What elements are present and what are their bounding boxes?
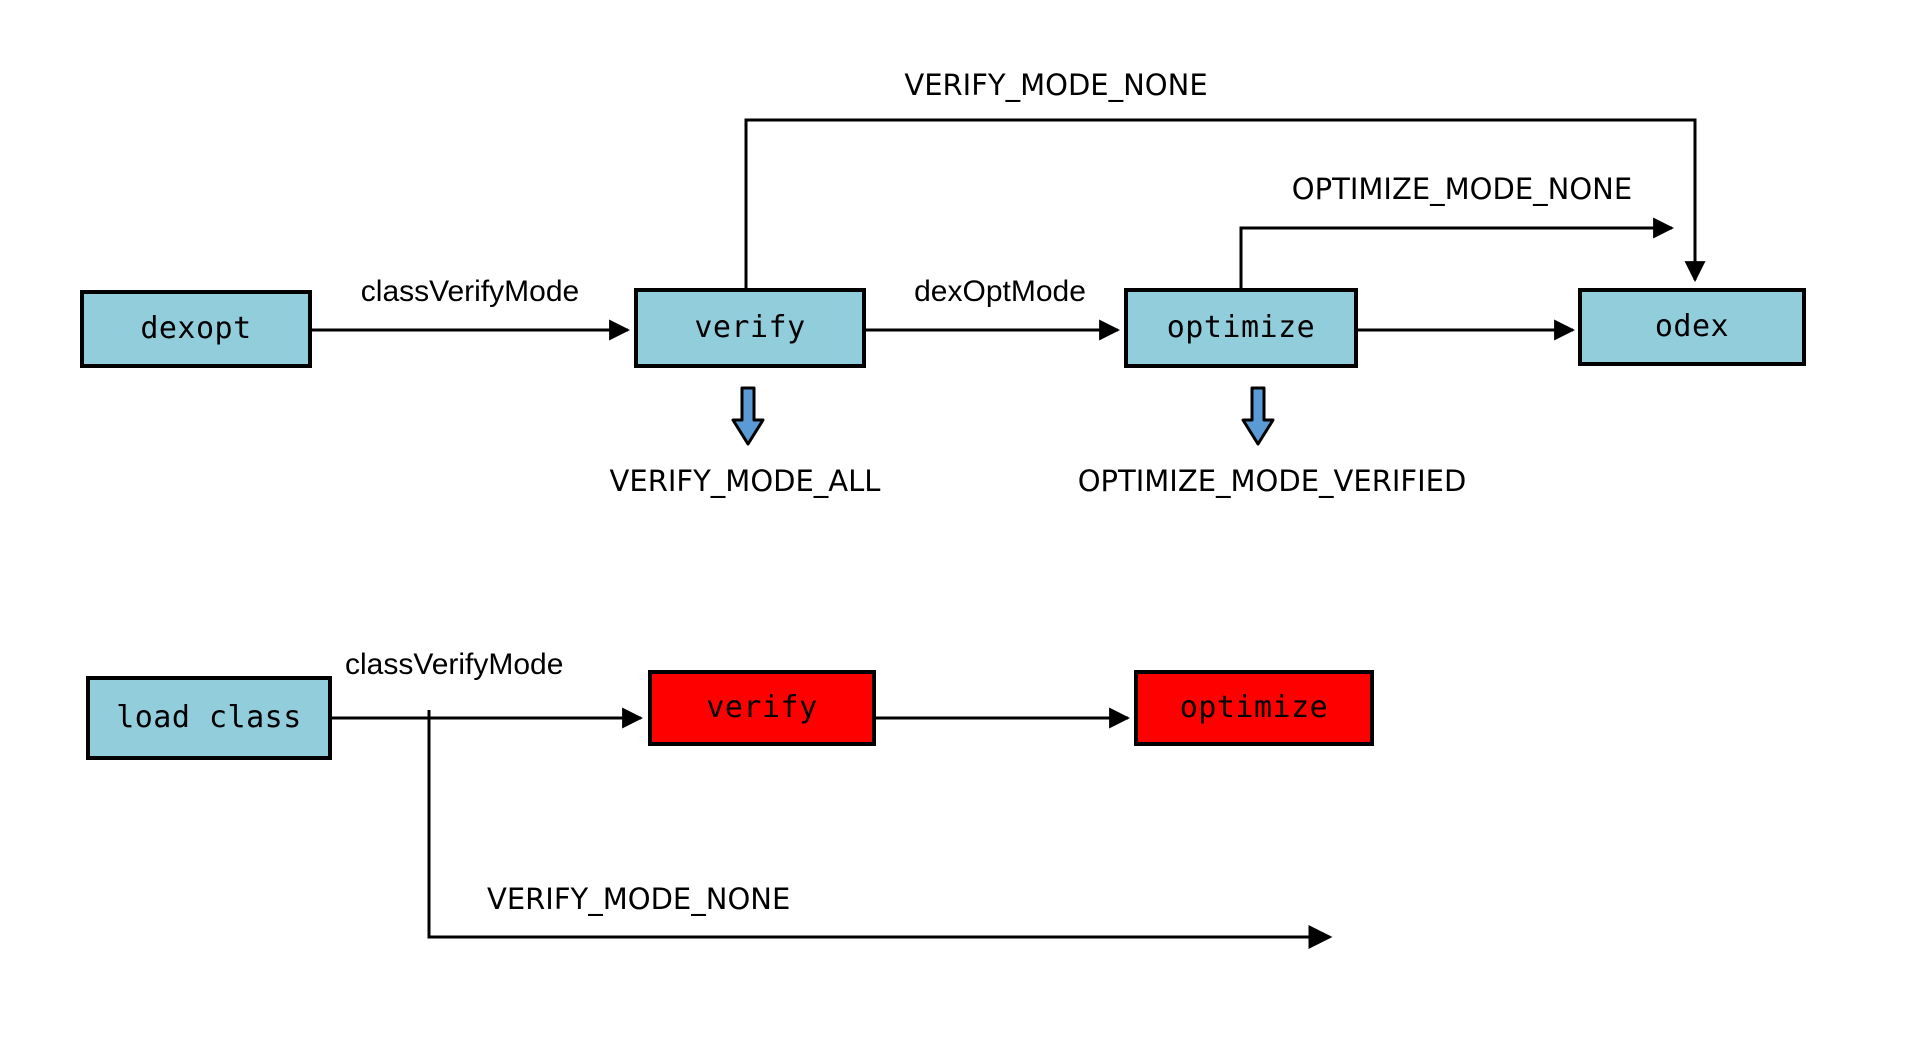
node-optimize-bottom-label: optimize (1179, 690, 1329, 725)
mode-label-verify-mode-none-top: VERIFY_MODE_NONE (904, 68, 1208, 102)
mode-label-optimize-mode-verified: OPTIMIZE_MODE_VERIFIED (1077, 464, 1467, 498)
node-verify-top[interactable]: verify (634, 288, 866, 368)
node-load-class-label: load class (116, 700, 302, 735)
node-optimize-top[interactable]: optimize (1124, 288, 1358, 368)
edge-label-class-verify-mode-top: classVerifyMode (360, 275, 580, 308)
verify-mode-down-arrow-icon (730, 386, 766, 453)
node-optimize-bottom[interactable]: optimize (1134, 670, 1374, 746)
mode-label-verify-mode-none-bottom: VERIFY_MODE_NONE (487, 882, 791, 916)
node-verify-top-label: verify (694, 310, 806, 345)
edge-label-dex-opt-mode: dexOptMode (914, 275, 1086, 308)
edge-label-class-verify-mode-bottom: classVerifyMode (345, 648, 564, 681)
optimize-mode-down-arrow-icon (1240, 386, 1276, 453)
node-optimize-top-label: optimize (1166, 310, 1316, 345)
node-verify-bottom-label: verify (706, 690, 818, 725)
node-verify-bottom[interactable]: verify (648, 670, 876, 746)
node-odex-label: odex (1654, 309, 1730, 344)
node-dexopt[interactable]: dexopt (80, 290, 312, 368)
mode-label-verify-mode-all: VERIFY_MODE_ALL (609, 464, 881, 498)
edge-optimize-mode-none-bypass (1239, 217, 1675, 288)
node-odex[interactable]: odex (1578, 288, 1806, 366)
mode-label-optimize-mode-none: OPTIMIZE_MODE_NONE (1291, 172, 1633, 206)
node-load-class[interactable]: load class (86, 676, 332, 760)
node-dexopt-label: dexopt (140, 311, 252, 346)
